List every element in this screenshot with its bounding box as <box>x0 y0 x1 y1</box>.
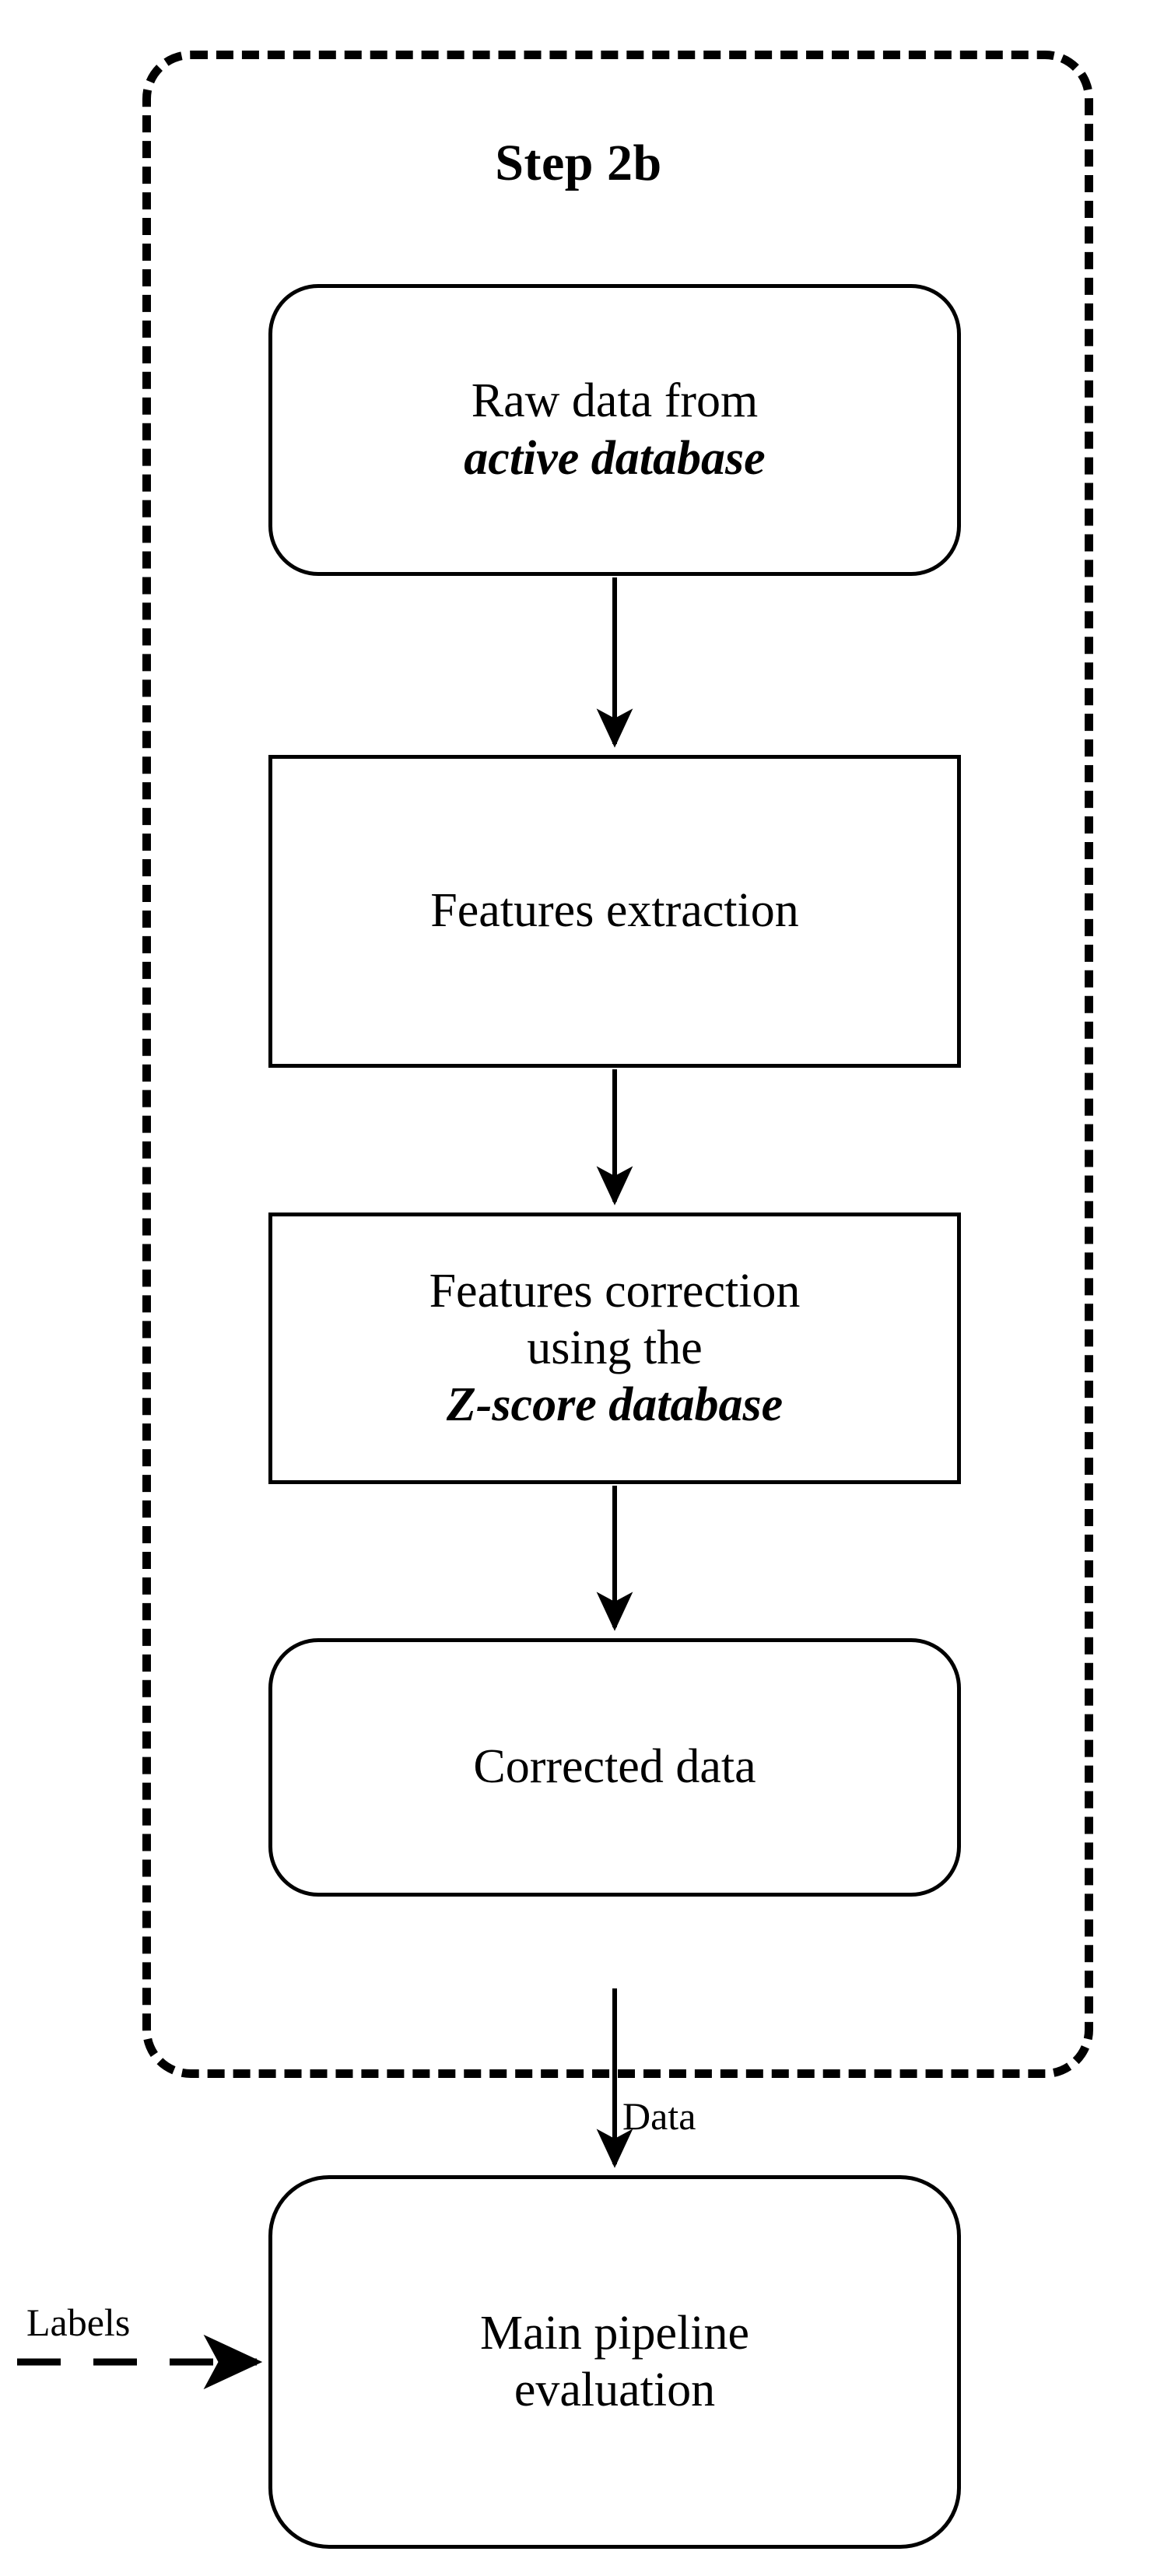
node-features-extraction-line-1: Features extraction <box>430 884 799 938</box>
node-features-correction-line-1: Features correction <box>429 1264 801 1318</box>
node-main-pipeline-line-1: Main pipeline <box>479 2306 750 2360</box>
node-corrected-data-line-1: Corrected data <box>473 1740 756 1794</box>
node-main-pipeline-evaluation[interactable]: Main pipeline evaluation <box>268 2175 961 2549</box>
node-features-extraction[interactable]: Features extraction <box>268 755 961 1068</box>
node-features-correction-line-3: Z-score database <box>446 1378 784 1432</box>
node-raw-data-line-1: Raw data from <box>471 374 759 428</box>
node-main-pipeline-line-2: evaluation <box>514 2364 716 2416</box>
step-2b-title: Step 2b <box>495 135 662 191</box>
step-2b-group-frame <box>142 51 1093 2078</box>
node-raw-data[interactable]: Raw data from active database <box>268 284 961 576</box>
edge-label-labels: Labels <box>26 2301 131 2344</box>
node-raw-data-line-2: active database <box>464 431 766 485</box>
node-features-correction-line-2: using the <box>527 1321 703 1374</box>
node-corrected-data[interactable]: Corrected data <box>268 1638 961 1897</box>
edge-label-data: Data <box>622 2094 696 2138</box>
node-features-correction[interactable]: Features correction using the Z-score da… <box>268 1213 961 1484</box>
